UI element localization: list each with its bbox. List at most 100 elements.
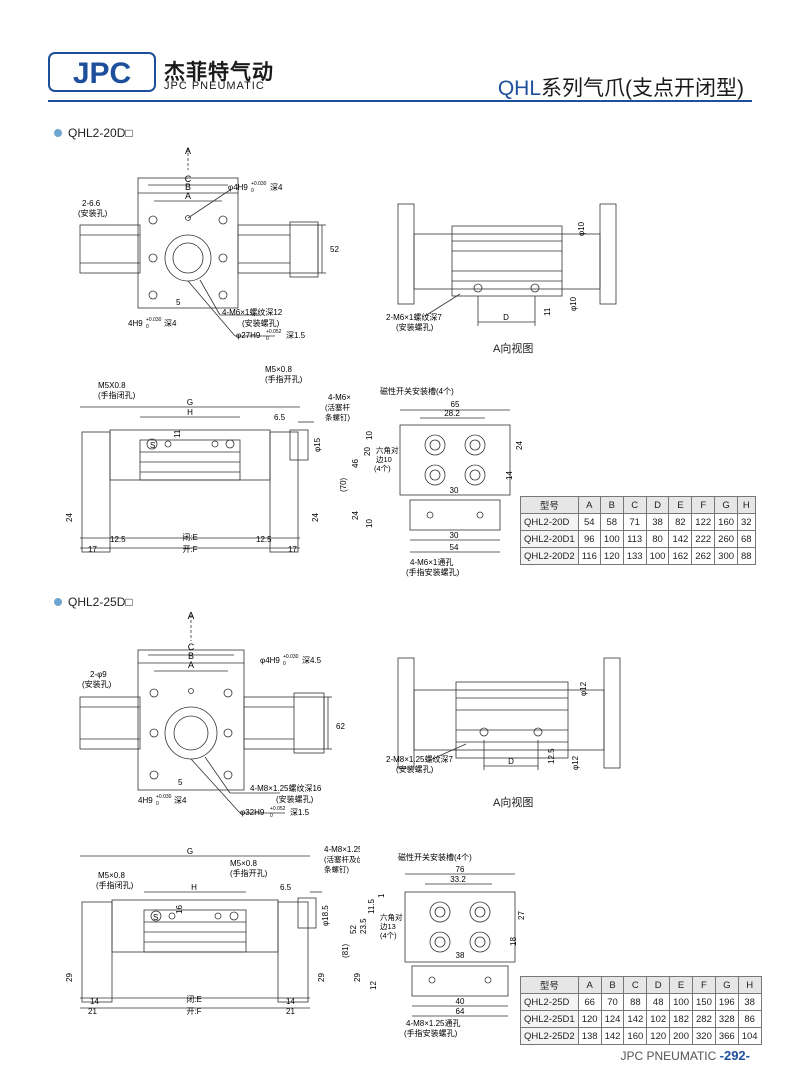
- side-thread: 2-M8×1.25螺纹深7: [386, 754, 453, 764]
- dim-29-end: 29: [353, 973, 362, 982]
- cell: QHL2-25D1: [520, 1010, 579, 1028]
- bottom-H: H: [187, 408, 193, 417]
- page-header: JPC 杰菲特气动 JPC PNEUMATIC QHL系列气爪(支点开闭型): [0, 0, 800, 110]
- cell: 88: [623, 993, 648, 1011]
- top-hole-tol: +0.030: [283, 654, 299, 660]
- bore-depth: 深1.5: [286, 331, 306, 340]
- m5-right-note: (手指开孔): [230, 868, 268, 878]
- side-thread-note: (安装螺孔): [396, 764, 434, 774]
- dim-46: 46: [351, 459, 360, 468]
- dim-17a: 17: [88, 545, 97, 554]
- thread-right-note1: (活塞杆及齿: [325, 402, 350, 412]
- bore-tol2: 0: [266, 336, 269, 342]
- side-view-25: φ12 φ12 12.5 2-M8×1.25螺纹深7 (安装螺孔) D: [386, 657, 621, 774]
- hole-left: 2-6.6: [82, 199, 101, 208]
- table-row: QHL2-25D2 138 142 160 120 200 320 366 10…: [520, 1027, 762, 1045]
- side-dim: 11: [543, 307, 552, 316]
- cell: 182: [669, 1010, 693, 1028]
- bore: φ27H9: [236, 331, 261, 340]
- dim-21a: 21: [88, 1007, 97, 1016]
- dim-40: 40: [456, 997, 465, 1006]
- hex: 六角对: [376, 445, 399, 455]
- cell: 82: [668, 513, 693, 531]
- dim-54: 54: [450, 543, 459, 552]
- side-view-20: φ10 φ10 11 2-M6×1螺纹深7 (安装螺孔) D: [386, 203, 617, 332]
- bottom-G: G: [187, 847, 193, 856]
- symbol-S: S: [150, 441, 155, 450]
- dim-6.5: 6.5: [280, 883, 292, 892]
- section-title: QHL2-20D□: [68, 126, 133, 140]
- thread-note-sub: (安装螺孔): [276, 794, 314, 804]
- dim-70: (70): [340, 477, 348, 492]
- thread-right: 4-M6×1: [328, 393, 350, 402]
- side-d-bot: φ10: [569, 296, 578, 311]
- col-H: H: [737, 496, 756, 514]
- col-C: C: [622, 496, 647, 514]
- cell: 80: [645, 530, 670, 548]
- side-d-top: φ10: [577, 221, 586, 236]
- header-rule: [48, 100, 752, 102]
- bore-tol: +0.052: [266, 329, 282, 335]
- table-header-row: 型号 A B C D E F G H: [520, 976, 762, 994]
- bottom-hole-tol: +0.030: [146, 317, 162, 323]
- table-row: QHL2-20D 54 58 71 38 82 122 160 32: [520, 513, 756, 531]
- cell: 96: [577, 530, 601, 548]
- col-E: E: [668, 496, 693, 514]
- col-H: H: [737, 976, 762, 994]
- cell: 366: [714, 1027, 739, 1045]
- cell: 68: [737, 530, 756, 548]
- col-D: D: [645, 496, 670, 514]
- cell: 58: [599, 513, 624, 531]
- dim-64: 64: [456, 1007, 465, 1016]
- cell: QHL2-25D: [520, 993, 579, 1011]
- cell: 100: [599, 530, 624, 548]
- thread-note-main: 4-M6×1螺纹深12: [222, 307, 283, 317]
- bottom-hole: 4H9: [138, 796, 153, 805]
- dim-14b: 14: [286, 997, 295, 1006]
- dim-height: 52: [330, 245, 339, 254]
- spec-table-20: 型号 A B C D E F G H QHL2-20D 54 58 71 38 …: [520, 496, 756, 565]
- col-A: A: [577, 976, 602, 994]
- brand-name-en: JPC PNEUMATIC: [164, 80, 265, 92]
- bottom-hole-depth: 深4: [164, 319, 177, 328]
- col-A: A: [577, 496, 601, 514]
- m5-left: M5×0.8: [98, 871, 125, 880]
- hex2: 边13: [380, 922, 396, 931]
- cell: 100: [645, 547, 670, 565]
- dim-14: 14: [505, 471, 514, 480]
- section-label-25: QHL2-25D□: [54, 595, 133, 609]
- end-thread: 4-M6×1通孔: [410, 557, 453, 567]
- end-thread-note: (手指安装螺孔): [406, 567, 460, 577]
- bottom-hole-tol2: 0: [156, 801, 159, 807]
- dim-phi18.5: φ18.5: [321, 905, 330, 926]
- col-C: C: [623, 976, 648, 994]
- dim-A-arrow: A: [185, 146, 191, 156]
- dim-phi15: φ15: [313, 437, 322, 452]
- dim-11.5: 11.5: [367, 898, 376, 914]
- end-view-20: 磁性开关安装槽(4个) 65 28.2 10 20 46 (70) 24 10 …: [340, 386, 524, 577]
- cell: 328: [714, 1010, 739, 1028]
- page-number: -292-: [719, 1048, 750, 1063]
- table-row: QHL2-25D 66 70 88 48 100 150 196 38: [520, 993, 762, 1011]
- cell: 142: [668, 530, 693, 548]
- cell: 88: [737, 547, 756, 565]
- dim-small: 5: [176, 298, 181, 307]
- hole-left-note: (安装孔): [82, 679, 112, 689]
- title-prefix: QHL: [497, 77, 541, 100]
- cell: 120: [599, 547, 624, 565]
- dim-52: 52: [349, 925, 358, 934]
- dim-F: 开:F: [182, 545, 197, 554]
- cell: 70: [600, 993, 625, 1011]
- footer-brand: JPC PNEUMATIC: [620, 1049, 717, 1063]
- dim-18: 18: [509, 937, 518, 946]
- dim-24a-end: 24: [351, 511, 360, 520]
- bullet-icon: [54, 598, 62, 606]
- m5-left-note: (手指闭孔): [98, 390, 136, 400]
- end-view-25: 磁性开关安装槽(4个) 76 33.2 1 11.5 23.5 52 (81) …: [341, 852, 525, 1038]
- m5-right: M5×0.8: [265, 365, 292, 374]
- cell: QHL2-25D2: [520, 1027, 579, 1045]
- bore: φ32H9: [240, 808, 265, 817]
- cell: 282: [692, 1010, 716, 1028]
- side-d-bot: φ12: [571, 755, 580, 770]
- cell: 142: [623, 1010, 648, 1028]
